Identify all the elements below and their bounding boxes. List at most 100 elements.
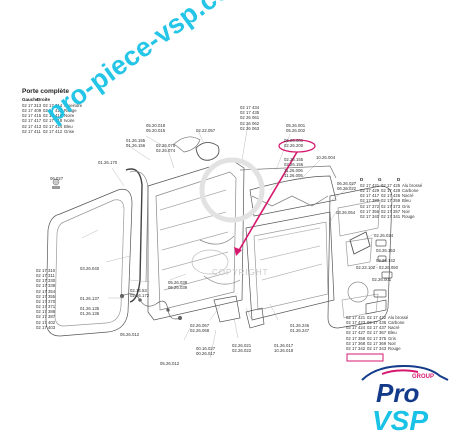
legend-cell: 02 17 411 xyxy=(22,128,41,134)
legend-cell: 02 17 423 xyxy=(346,320,366,326)
legend-cell: 02 17 415 xyxy=(22,113,42,119)
legend-cell: Carbone xyxy=(388,320,405,326)
ref-label: 01.26.017 10.26.018 xyxy=(274,343,294,354)
legend-cell: Noire xyxy=(64,113,75,119)
ref-label: 01.26.135 01.26.136 xyxy=(80,306,100,317)
trim-panel xyxy=(327,185,393,329)
highlight-box xyxy=(346,353,384,362)
ref-label: 02.26.024 xyxy=(374,233,394,238)
legend-cell: A peindre xyxy=(64,103,83,108)
legend-cell: Alu brossé xyxy=(388,315,409,320)
ref-label: 01.26.137 xyxy=(80,296,100,301)
col-right-header: Droite xyxy=(37,97,51,102)
legend-cell: 02 17 412 xyxy=(43,128,63,134)
legend-cell: 02 17 417 xyxy=(360,193,380,199)
legend-cell: 02 17 417 xyxy=(22,118,42,124)
ref-label: 03.26.054 xyxy=(336,210,356,215)
legend-cell: Bleu xyxy=(64,123,73,129)
legend-cell: 02 17 409 xyxy=(22,108,42,114)
part-number: 02 17 370 xyxy=(36,298,56,304)
legend-cell: 02 17 416 xyxy=(43,113,63,119)
ref-label: 02.26.021 02.26.022 xyxy=(232,343,252,354)
legend-cell: Noir xyxy=(402,208,410,214)
ref-label: 05.26.001 05.26.002 xyxy=(286,123,306,134)
copyright-watermark: COPYRIGHT xyxy=(212,268,269,277)
lock-mechanism xyxy=(213,295,241,323)
part-number: 02 17 339 xyxy=(36,283,56,289)
door-seal xyxy=(125,168,143,303)
logo-group-text: GROUP xyxy=(412,374,434,380)
legend-cell: 02 17 368 xyxy=(346,340,366,346)
legend-cell: 02 17 372 xyxy=(360,203,380,209)
ref-label: 02.14.53 02.26.172 xyxy=(130,288,150,299)
ref-label: 06.26.027 06.26.022 xyxy=(337,181,357,192)
legend-cell: Rouge xyxy=(64,108,77,114)
legend-right-header-g: G xyxy=(378,177,382,182)
legend-cell: 02 17 369 xyxy=(367,340,387,346)
ref-label: 05.20.018 05.20.015 xyxy=(146,123,166,134)
legend-cell: Bleu xyxy=(388,330,397,336)
switch-part xyxy=(375,239,387,247)
ref-label: 06.027 xyxy=(50,176,64,181)
ref-label: 00.16.027 00.26.017 xyxy=(196,346,216,357)
legend-cell: 02 17 357 xyxy=(381,208,401,214)
window-regulator xyxy=(251,195,329,207)
legend-right-header-d1: D xyxy=(360,177,364,182)
legend-cell: 02 17 340 xyxy=(360,213,380,219)
ref-label: 02 17 434 02 17 435 02 26 061 02 26 062 … xyxy=(240,105,260,131)
legend-cell: 02 17 429 xyxy=(360,188,380,194)
legend-cell: 02 17 427 xyxy=(346,330,366,336)
part-number: 02 17 355 xyxy=(36,293,56,299)
legend-cell: Ivoire xyxy=(64,118,75,124)
legend-cell: Noir xyxy=(388,340,396,346)
provsp-logo: GROUP Pro VSP xyxy=(342,352,462,436)
ref-label: 03.26.153 xyxy=(376,248,396,253)
legend-cell: 02 17 426 xyxy=(381,193,401,199)
legend-cell: 02 17 359 xyxy=(381,198,401,204)
legend-cell: Nacré xyxy=(388,325,400,331)
legend-cell: 02 17 342 xyxy=(346,345,366,351)
small-clip-part xyxy=(52,178,60,189)
ref-label: 01.26.170 xyxy=(98,160,118,165)
legend-cell: 02 17 410 xyxy=(43,108,63,114)
legend-cell: 02 17 414 xyxy=(43,123,63,129)
speaker xyxy=(191,249,229,275)
wiring-harness xyxy=(121,293,181,320)
legend-cell: 02 17 437 xyxy=(367,325,387,331)
car-outline-icon xyxy=(361,364,449,381)
part-number: 02 17 311 xyxy=(36,273,55,279)
part-number: 02 17 310 xyxy=(36,268,56,273)
legend-cell: 02 17 373 xyxy=(381,203,401,209)
ref-label: 02.26.155 02.26.156 xyxy=(284,157,304,168)
part-number: 02 17 386 xyxy=(36,309,56,315)
legend-cell: 02 17 428 xyxy=(381,188,401,194)
part-number: 02 17 402 xyxy=(36,319,56,325)
legend-cell: 02 17 421 xyxy=(360,183,380,188)
legend-cell: Bleu xyxy=(402,198,411,204)
legend-right-header-d2: D xyxy=(397,177,401,182)
legend-cell: Alu brossé xyxy=(402,183,423,188)
part-number: 02 17 371 xyxy=(36,304,56,310)
ref-label: 01.26.155 01.26.156 xyxy=(126,138,146,149)
legend-cell: Gris xyxy=(388,335,396,341)
legend-cell: 02 17 367 xyxy=(367,330,387,336)
part-number: 02 17 330 xyxy=(36,278,56,284)
legend-cell: Rouge xyxy=(388,345,401,351)
